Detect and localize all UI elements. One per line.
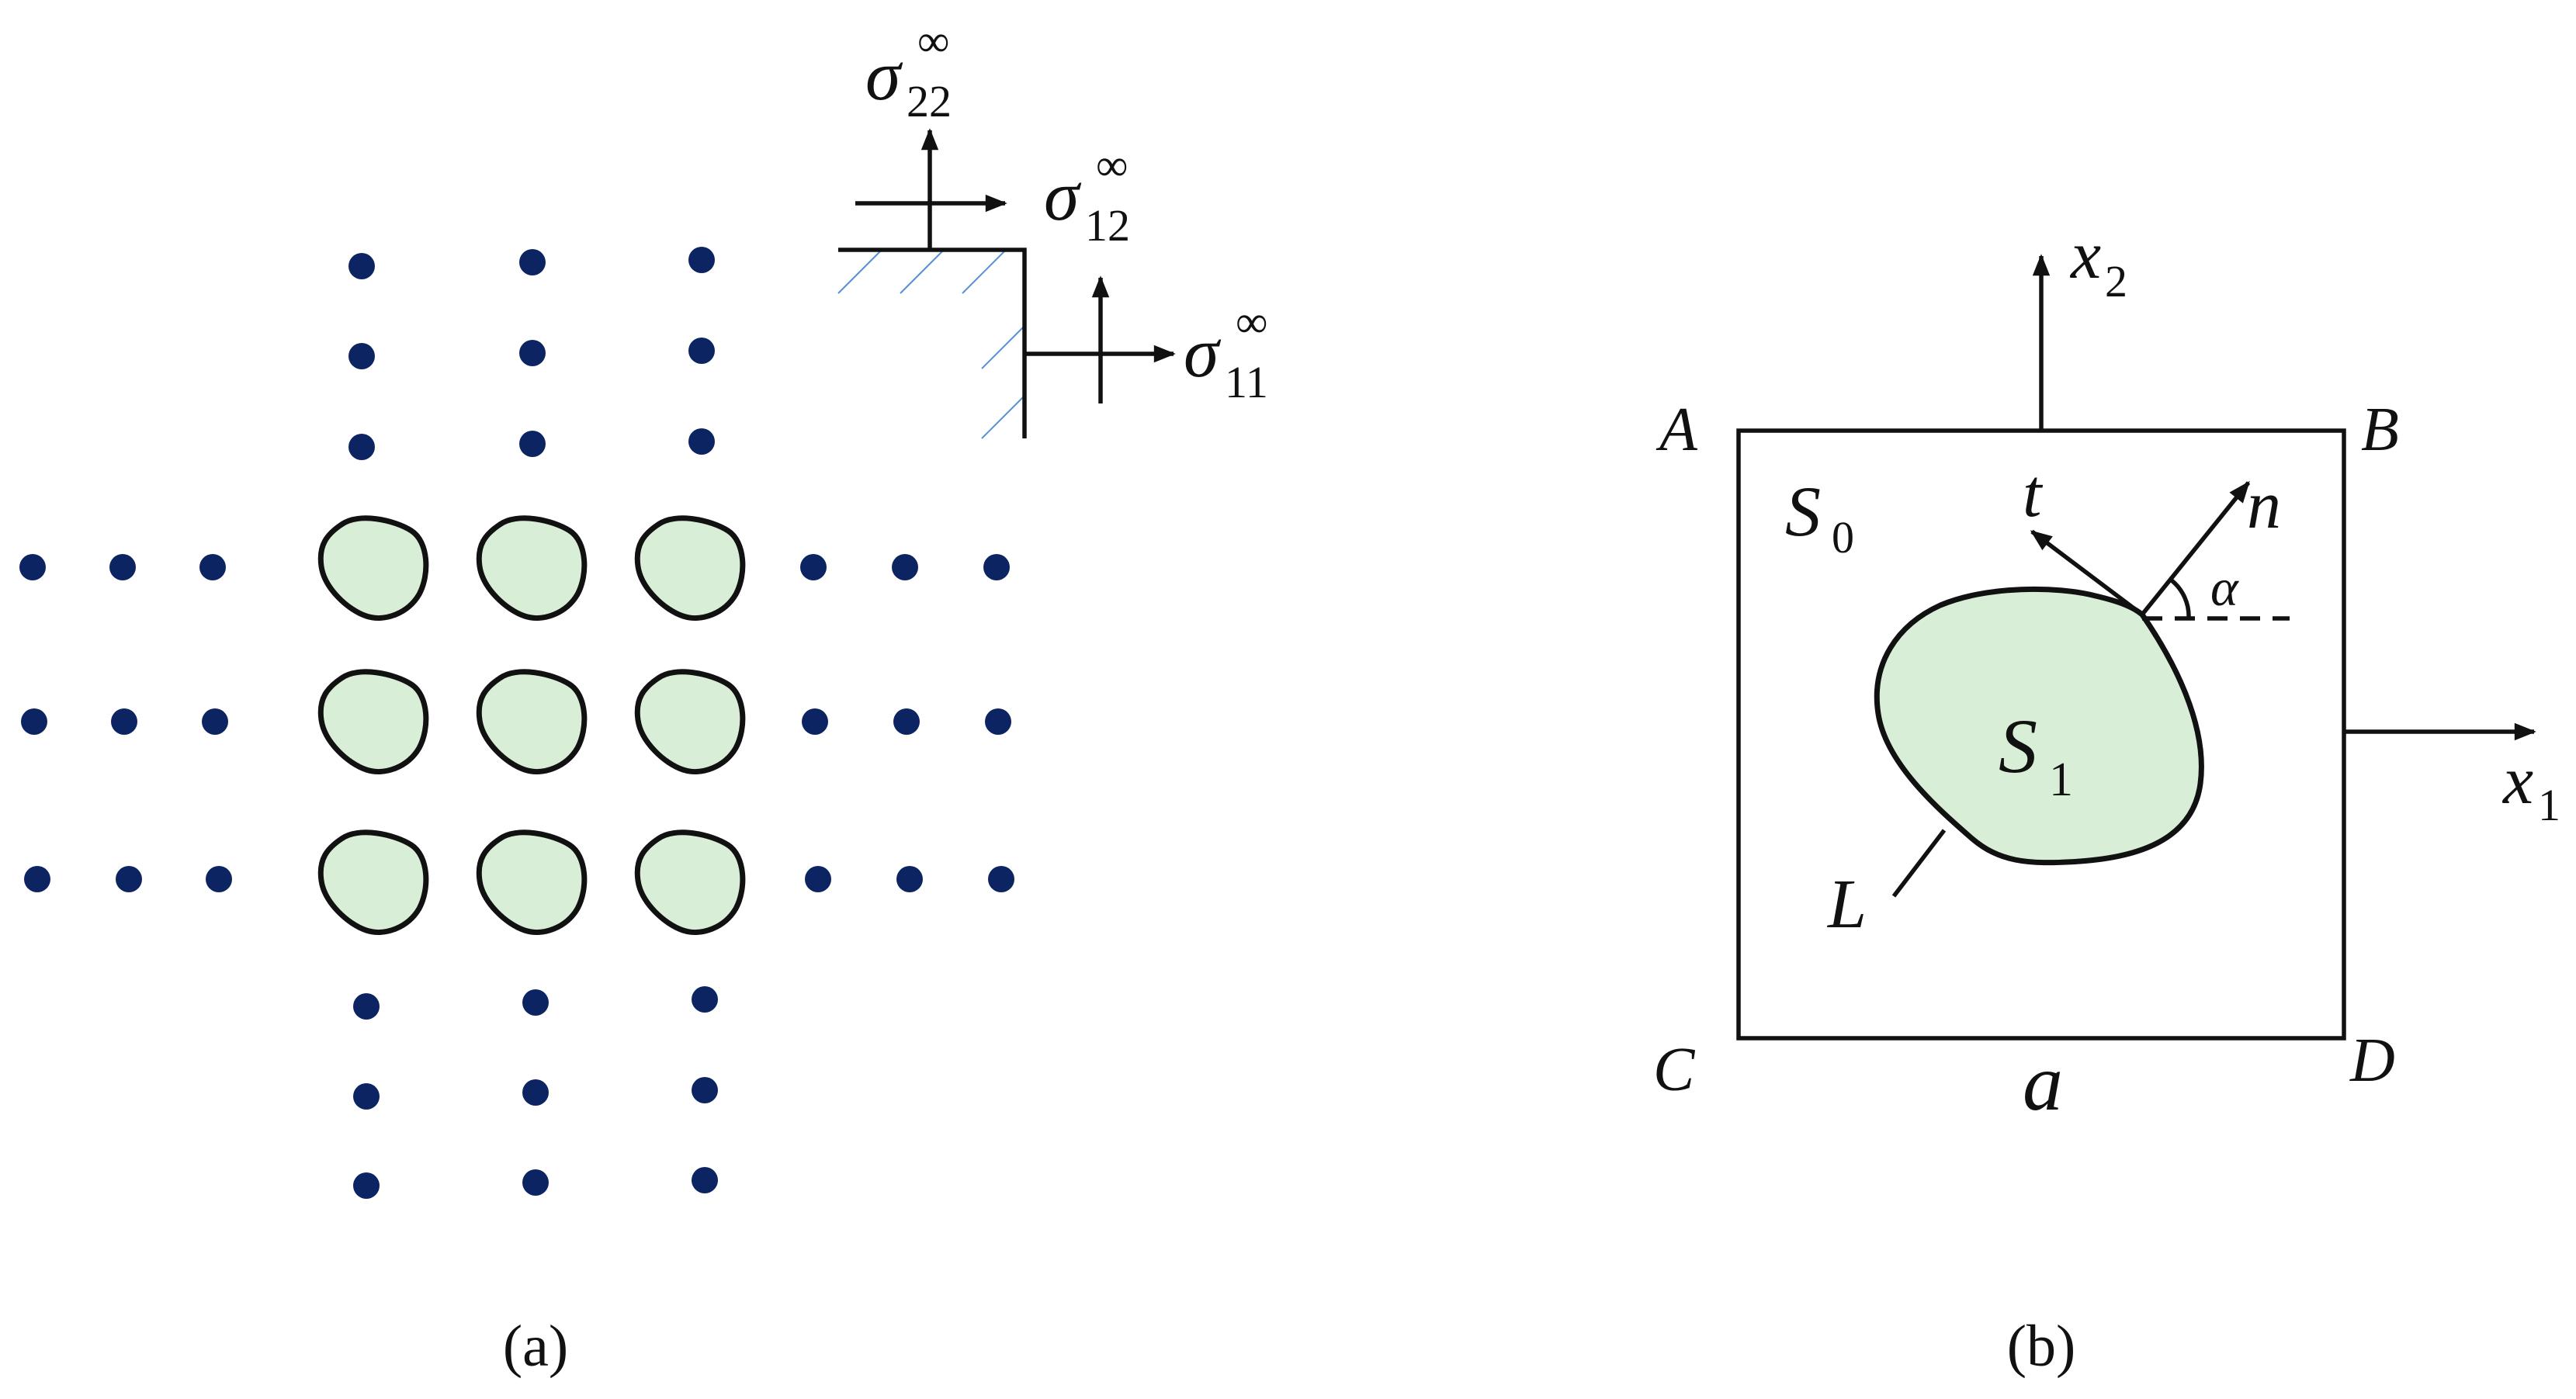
dot [519,431,546,457]
dot [688,428,715,455]
inclusion [321,518,426,618]
dot [348,343,375,369]
svg-text:S: S [1785,472,1821,551]
inclusion [637,518,743,618]
normal-label: n [2247,468,2281,543]
dot [519,340,546,366]
corner-b: B [2361,396,2399,464]
dot [109,554,136,580]
dot [893,708,920,735]
inclusion-s1 [1874,586,2204,866]
dot [116,866,142,892]
corner-c: C [1653,1036,1696,1104]
caption-a: (a) [503,1314,568,1379]
tangent-label: t [2023,456,2044,532]
svg-text:12: 12 [1085,200,1130,251]
dot [19,554,46,580]
dot [348,434,375,460]
inclusion [637,672,743,772]
side-length-label: a [2023,1038,2063,1127]
normal-vector [2140,480,2251,616]
tangent-vector [2030,529,2144,617]
dot [206,866,232,892]
dot [692,986,718,1013]
dot [199,554,226,580]
label-s1: S 1 [1999,703,2073,806]
panel-b: A B C D S 0 S 1 L a x 2 x 1 t n α (b) [1653,218,2560,1379]
x1-axis-label: x 1 [2501,743,2560,830]
inclusion [479,833,584,933]
inclusion [321,672,426,772]
svg-text:11: 11 [1225,357,1268,407]
corner-d: D [2349,1027,2395,1095]
dot [24,866,50,892]
dot [353,993,380,1020]
continuation-dots [19,247,1014,1199]
boundary-corner [837,248,1027,439]
dot [522,1169,549,1196]
svg-text:σ: σ [1184,313,1222,392]
svg-text:∞: ∞ [1236,296,1267,347]
dot [802,708,828,735]
angle-arc [2170,578,2191,619]
dot [800,554,827,580]
inclusion [479,518,584,618]
inclusion [637,833,743,933]
dot [896,866,923,892]
svg-text:∞: ∞ [1096,140,1128,190]
svg-text:1: 1 [2049,753,2073,806]
svg-text:22: 22 [907,76,952,126]
dot [805,866,831,892]
svg-text:σ: σ [865,36,903,115]
inclusion [321,833,426,933]
inclusion [479,672,584,772]
inclusion-array [321,518,743,933]
stress-label-sigma22: σ 22 ∞ [865,16,952,126]
stress-label-sigma11: σ 11 ∞ [1184,296,1268,407]
dot [983,554,1010,580]
svg-text:∞: ∞ [917,16,949,66]
dot [688,247,715,273]
dot [988,866,1014,892]
dot [892,554,918,580]
dot [522,1079,549,1106]
dot [519,249,546,275]
label-s0: S 0 [1785,472,1854,563]
svg-text:x: x [2501,743,2533,819]
dot [21,708,47,735]
corner-a: A [1656,396,1698,464]
dot [348,253,375,279]
dot [692,1167,718,1193]
stress-label-sigma12: σ 12 ∞ [1044,140,1130,251]
angle-label: α [2210,558,2239,617]
svg-text:x: x [2069,218,2101,293]
svg-text:0: 0 [1832,512,1854,563]
dot [202,708,228,735]
svg-text:S: S [1999,703,2037,789]
dot [522,989,549,1016]
caption-b: (b) [2007,1314,2076,1379]
panel-a: σ 22 ∞ σ 12 ∞ σ 11 ∞ (a) [19,16,1268,1379]
dot [692,1077,718,1103]
svg-text:2: 2 [2105,256,2127,306]
boundary-leader [1891,829,1947,898]
dot [111,708,137,735]
dot [688,338,715,364]
dot [353,1083,380,1110]
dot [353,1172,380,1199]
svg-text:σ: σ [1044,156,1082,235]
svg-text:1: 1 [2538,780,2560,830]
dot [985,708,1011,735]
x2-axis-label: x 2 [2069,218,2127,306]
boundary-label: L [1826,866,1867,943]
stress-arrows [855,128,1176,403]
